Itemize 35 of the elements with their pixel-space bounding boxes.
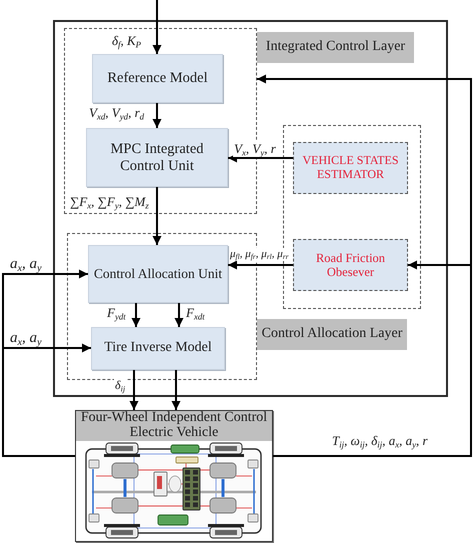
- group-boundary: [283, 125, 421, 309]
- signal-label: F$_{xdt}$: [185, 305, 206, 321]
- process-box: MPC Integrated Control Unit: [86, 128, 228, 187]
- observer-box: Road Friction Obesever: [293, 239, 408, 291]
- arrow: [152, 103, 162, 128]
- process-box: Control Allocation Unit: [88, 245, 228, 303]
- feedback-arrow: [273, 260, 472, 457]
- signal-label: V$_{x}$, V$_{y}$, r: [233, 141, 277, 157]
- signal-label: a$_{x}$, a$_{y}$: [9, 255, 43, 273]
- vehicle-title: Four-Wheel Independent Control Electric Vehicle: [76, 411, 272, 441]
- arrow: [174, 303, 184, 327]
- vehicle-panel: [75, 410, 273, 542]
- signal-label: a$_{x}$, a$_{y}$: [9, 329, 43, 347]
- process-box: Tire Inverse Model: [91, 327, 225, 370]
- arrow: [132, 303, 140, 327]
- signal-label: ∑F$_{x}$, ∑F$_{y}$, ∑M$_{z}$: [69, 194, 150, 210]
- signal-label: T$_{ij}$, ω$_{ij}$, δ$_{ij}$, a$_{x}$, a$_{y}$, r: [331, 433, 429, 449]
- signal-label: δ$_{f}$, K$_{P}$: [111, 33, 142, 49]
- arrow: [228, 154, 293, 162]
- layer-label: Control Allocation Layer: [257, 319, 407, 350]
- layer-boundary: [67, 233, 257, 380]
- feedback-arrow: [2, 344, 91, 457]
- signal-label: F$_{ydt}$: [106, 305, 127, 321]
- process-box: Reference Model: [92, 54, 223, 103]
- layer-label: Integrated Control Layer: [257, 32, 414, 63]
- signal-label: V$_{xd}$, V$_{yd}$, r$_{d}$: [88, 105, 146, 121]
- estimator-box: VEHICLE STATES ESTIMATOR: [293, 142, 408, 194]
- system-frame: [53, 20, 448, 397]
- input-arrow: [152, 0, 162, 54]
- arrow: [228, 260, 293, 270]
- signal-label: δ$_{ij}$: [114, 378, 126, 392]
- arrow: [152, 187, 162, 245]
- arrow: [172, 370, 180, 410]
- signal-label: μ$_{fl}$, μ$_{fr}$, μ$_{rl}$, μ$_{rr}$: [229, 248, 290, 262]
- arrow: [130, 370, 138, 410]
